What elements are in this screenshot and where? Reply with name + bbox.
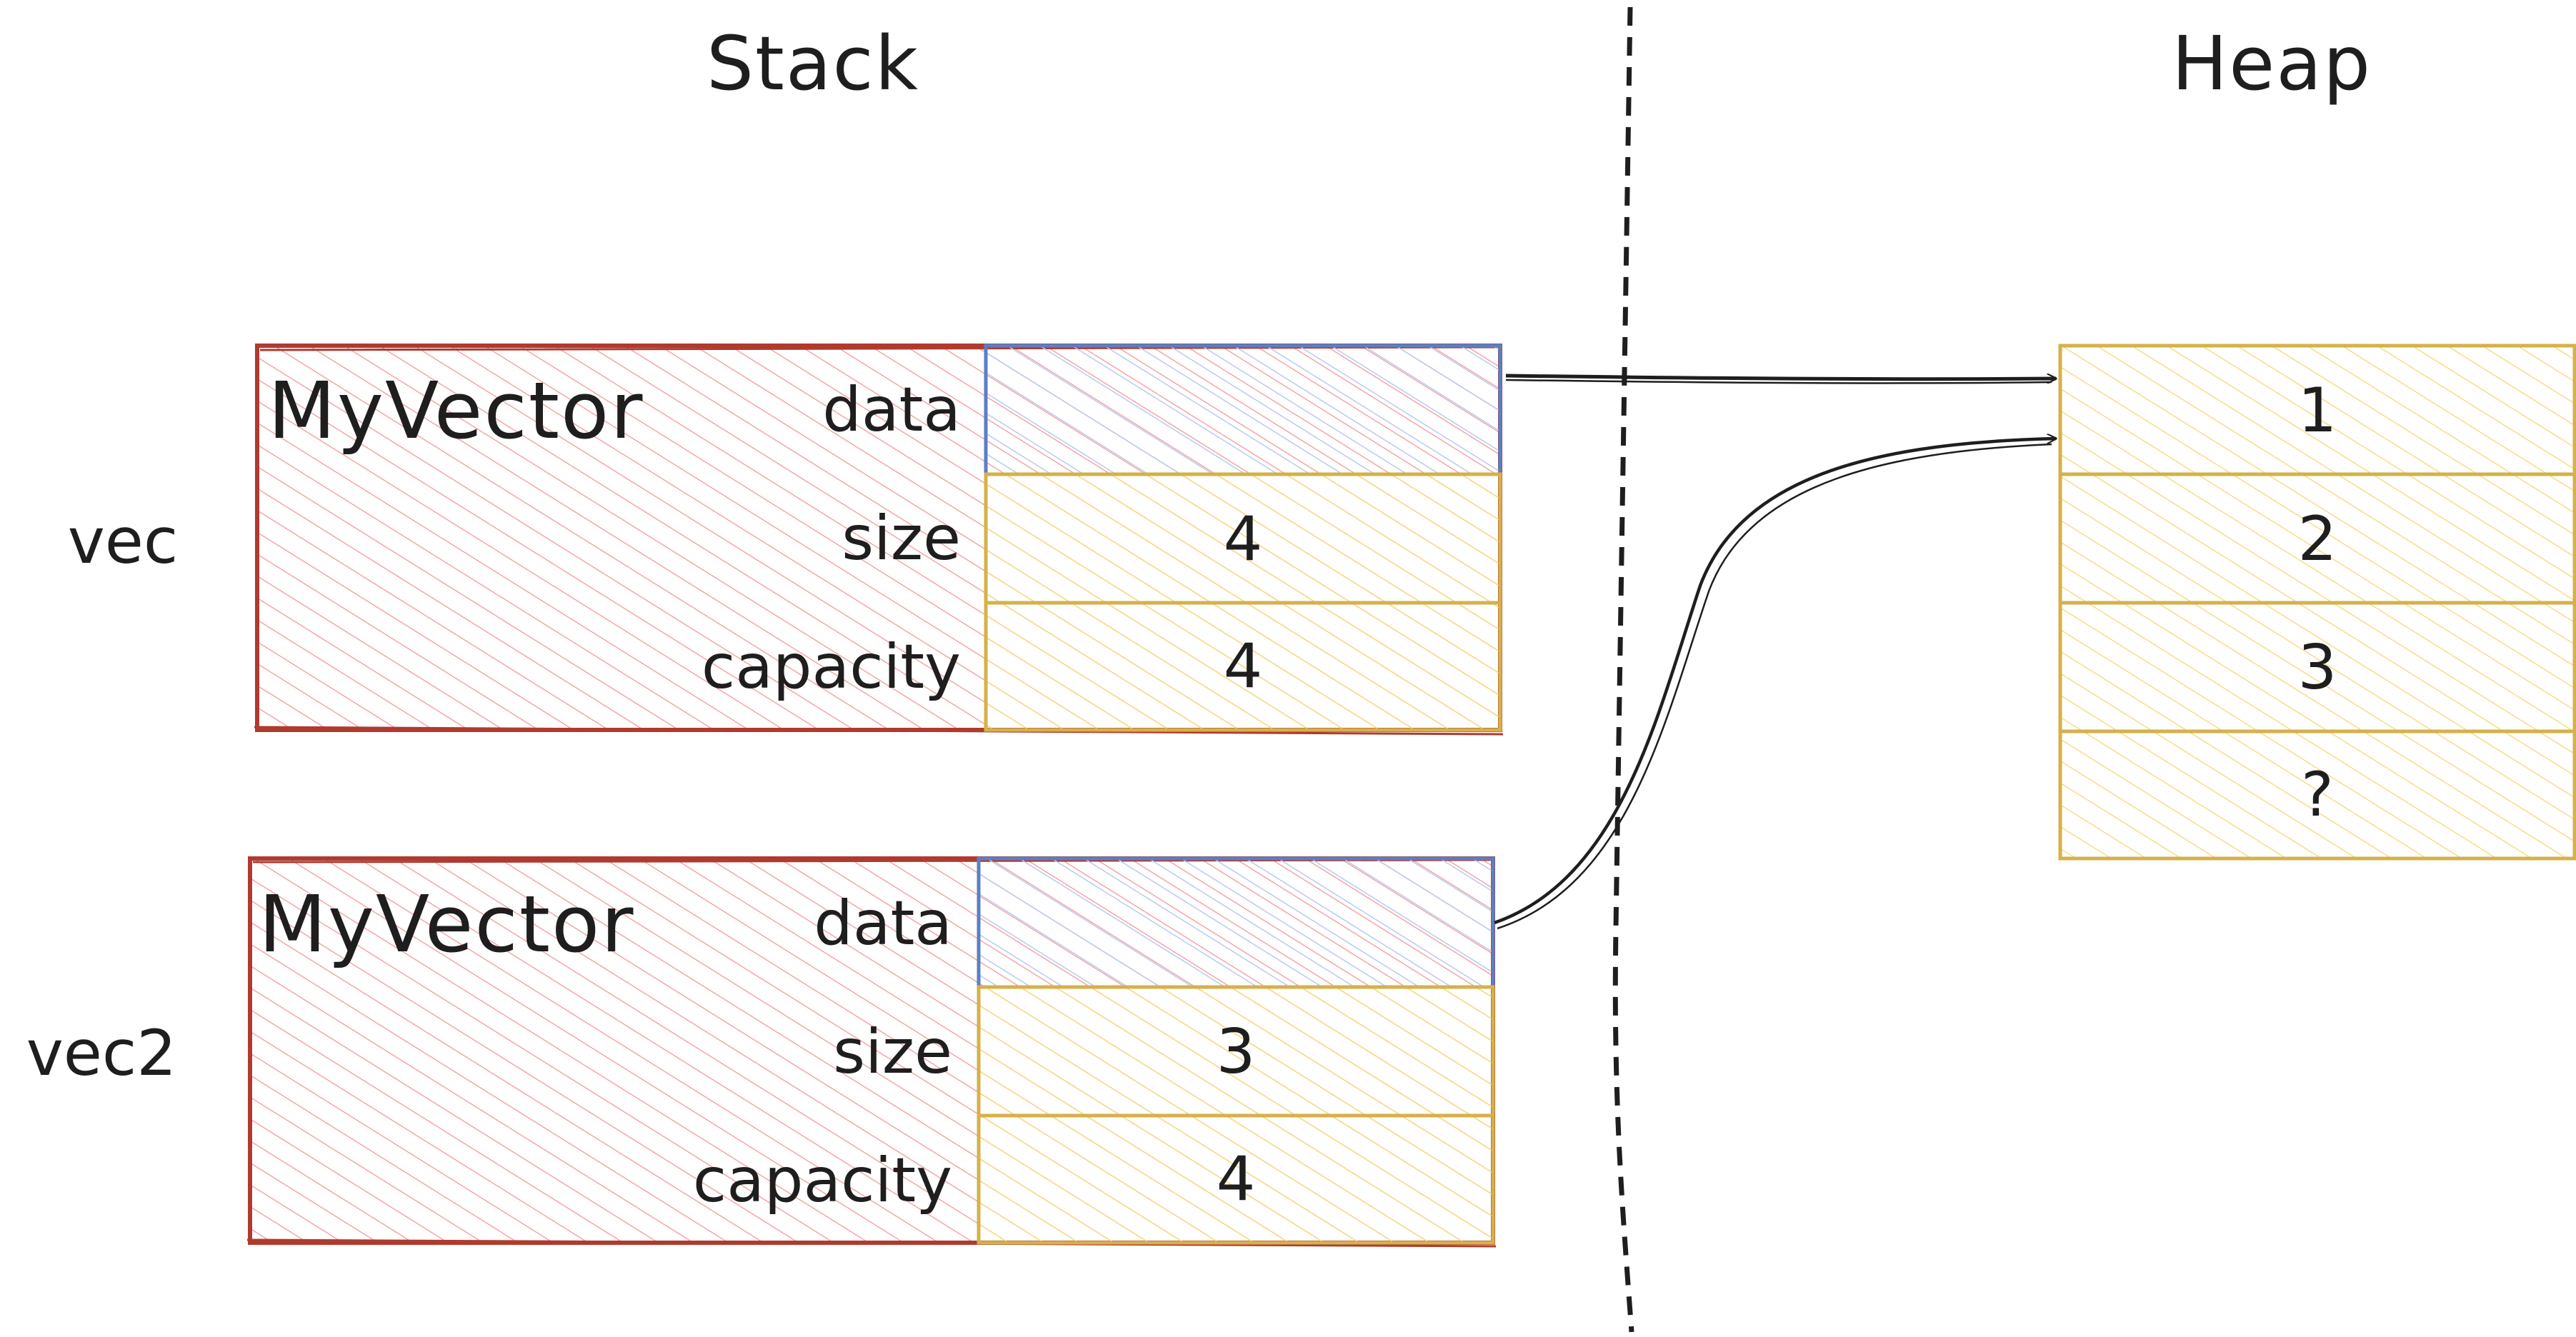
vec-type-label: MyVector: [268, 365, 644, 456]
heap-array: 1 2 3 ?: [2058, 344, 2576, 861]
vec-size-value: 4: [1224, 504, 1263, 575]
heap-cell-value: 3: [2298, 632, 2337, 703]
vec2-variable-label: vec2: [26, 1016, 177, 1090]
vec-field-capacity-label: capacity: [702, 631, 961, 703]
stack-heap-divider: [1612, 6, 1634, 1333]
vec-field-size-label: size: [842, 503, 961, 574]
stack-title: Stack: [707, 20, 919, 107]
vec-size-cell: 4: [984, 472, 1502, 605]
vec2-size-cell: 3: [977, 985, 1495, 1118]
vec2-capacity-value: 4: [1217, 1143, 1256, 1215]
vec-variable-label: vec: [68, 504, 179, 578]
vec-data-cell: [984, 344, 1502, 476]
vec-capacity-cell: 4: [984, 601, 1502, 732]
vec2-field-data-label: data: [814, 888, 952, 959]
heap-cell-value: 2: [2298, 504, 2337, 575]
heap-cell: 2: [2058, 472, 2576, 605]
vec2-data-cell: [977, 856, 1495, 989]
vec-capacity-value: 4: [1224, 631, 1263, 702]
vec2-data-pointer-arrow: [1494, 439, 2056, 930]
heap-cell: 1: [2058, 344, 2576, 476]
vec2-field-size-label: size: [833, 1016, 952, 1088]
heap-cell-value: ?: [2301, 759, 2334, 831]
vec2-struct: vec2 MyVector data size capacity 3 4: [26, 856, 1497, 1248]
vec2-capacity-cell: 4: [977, 1113, 1495, 1245]
vec2-field-capacity-label: capacity: [693, 1145, 952, 1216]
heap-cell: 3: [2058, 601, 2576, 733]
heap-cell: ?: [2058, 729, 2576, 861]
vec-struct: vec MyVector data size capacity 4 4: [68, 344, 1504, 736]
vec-data-pointer-arrow: [1505, 376, 2056, 384]
vec-field-data-label: data: [822, 374, 961, 446]
heap-cell-value: 1: [2298, 375, 2337, 446]
vec2-size-value: 3: [1217, 1016, 1256, 1088]
heap-title: Heap: [2172, 20, 2372, 107]
vec2-type-label: MyVector: [259, 878, 635, 970]
